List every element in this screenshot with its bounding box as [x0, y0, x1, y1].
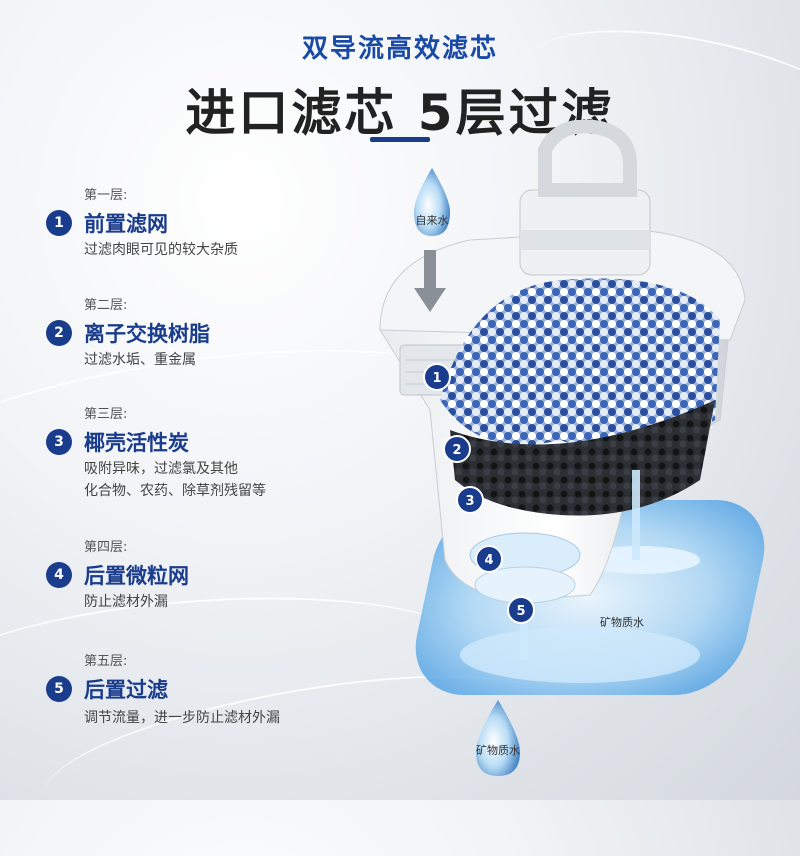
svg-text:1: 1 [432, 371, 441, 386]
layer-name: 椰壳活性炭 [84, 431, 189, 455]
layer-marker-5: 5 [507, 596, 535, 624]
input-water-label: 自来水 [416, 214, 449, 227]
layer-desc: 调节流量，进一步防止滤材外漏 [84, 710, 280, 726]
layer-tag: 第二层: [84, 298, 128, 313]
layer-marker-1: 1 [423, 363, 451, 391]
svg-text:4: 4 [484, 553, 493, 568]
layer-name: 后置过滤 [84, 678, 168, 702]
layer-number-badge: 5 [46, 676, 72, 702]
layer-marker-2: 2 [443, 435, 471, 463]
layer-desc: 防止滤材外漏 [84, 594, 168, 610]
layer-tag: 第五层: [84, 654, 128, 669]
filter-media [440, 278, 720, 516]
layer-name: 离子交换树脂 [84, 322, 210, 346]
layer-name: 前置滤网 [84, 212, 168, 236]
svg-text:2: 2 [452, 443, 461, 458]
output-water-label: 矿物质水 [600, 615, 644, 629]
layer-marker-4: 4 [475, 545, 503, 573]
bottom-drop-label: 矿物质水 [476, 743, 520, 757]
layer-number-badge: 2 [46, 320, 72, 346]
svg-text:3: 3 [465, 494, 474, 509]
filter-illustration: 自来水 矿物质水 矿物质水 1 2 3 4 5 [379, 120, 765, 776]
page-title: 进口滤芯 5层过滤 [185, 84, 615, 142]
layer-number-badge: 3 [46, 429, 72, 455]
layer-name: 后置微粒网 [84, 564, 189, 588]
layer-tag: 第三层: [84, 407, 128, 422]
water-drop-icon: 矿物质水 [476, 700, 520, 776]
filter-cap [519, 120, 651, 276]
water-streams [520, 470, 640, 660]
layer-number-badge: 4 [46, 562, 72, 588]
layer-tag: 第一层: [84, 188, 128, 203]
subtitle: 双导流高效滤芯 [301, 34, 498, 64]
layer-desc: 过滤肉眼可见的较大杂质 [84, 242, 238, 258]
layer-desc: 过滤水垢、重金属 [84, 352, 196, 368]
water-drop-icon: 自来水 [414, 168, 450, 236]
layer-tag: 第四层: [84, 540, 128, 555]
layer-desc: 化合物、农药、除草剂残留等 [84, 483, 266, 499]
layer-desc: 吸附异味，过滤氯及其他 [84, 461, 238, 477]
header: 双导流高效滤芯 进口滤芯 5层过滤 [0, 28, 800, 145]
layer-marker-3: 3 [456, 486, 484, 514]
input-arrow-icon [414, 250, 446, 312]
svg-text:5: 5 [516, 604, 525, 619]
layer-number-badge: 1 [46, 210, 72, 236]
title-underline [370, 137, 430, 142]
